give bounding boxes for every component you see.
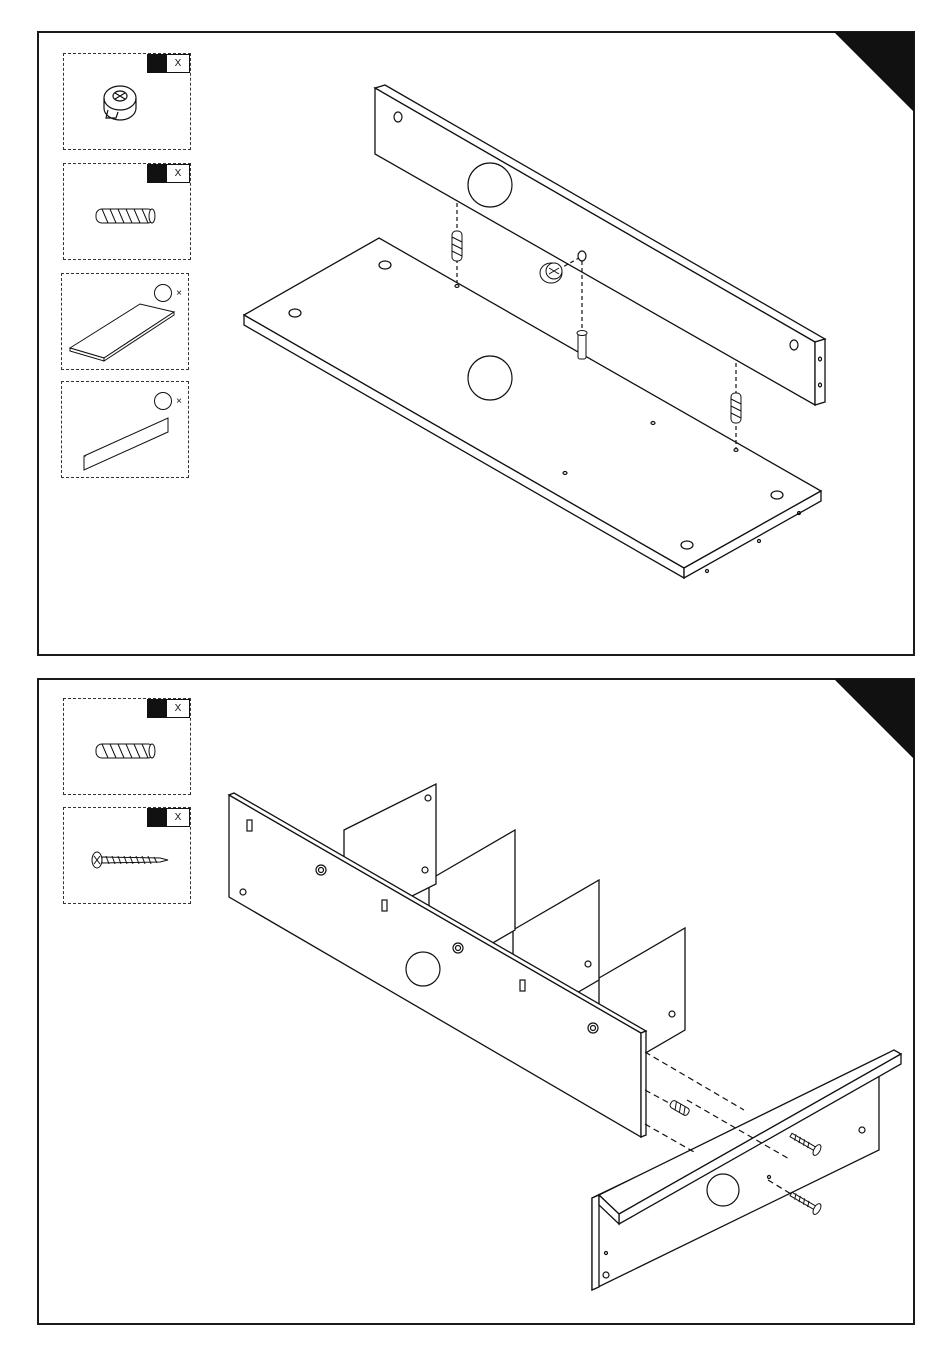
step-corner-tab — [834, 32, 914, 112]
dowel-icon — [64, 164, 192, 261]
dowel-icon — [64, 699, 192, 796]
part-box-dowel: X — [63, 163, 191, 260]
step-corner-tab — [834, 679, 914, 759]
part-box-rail: × — [61, 381, 189, 478]
shelf-board-icon — [62, 274, 190, 371]
part-box-dowel: X — [63, 698, 191, 795]
part-box-shelf: × — [61, 273, 189, 370]
part-box-screw: X — [63, 807, 191, 904]
rail-icon — [62, 382, 190, 479]
screw-icon — [64, 808, 192, 905]
part-box-cam-lock: X — [63, 53, 191, 150]
step-2-panel: X X — [37, 678, 915, 1325]
step-1-panel: X X × — [37, 31, 915, 656]
cam-lock-icon — [64, 54, 192, 151]
